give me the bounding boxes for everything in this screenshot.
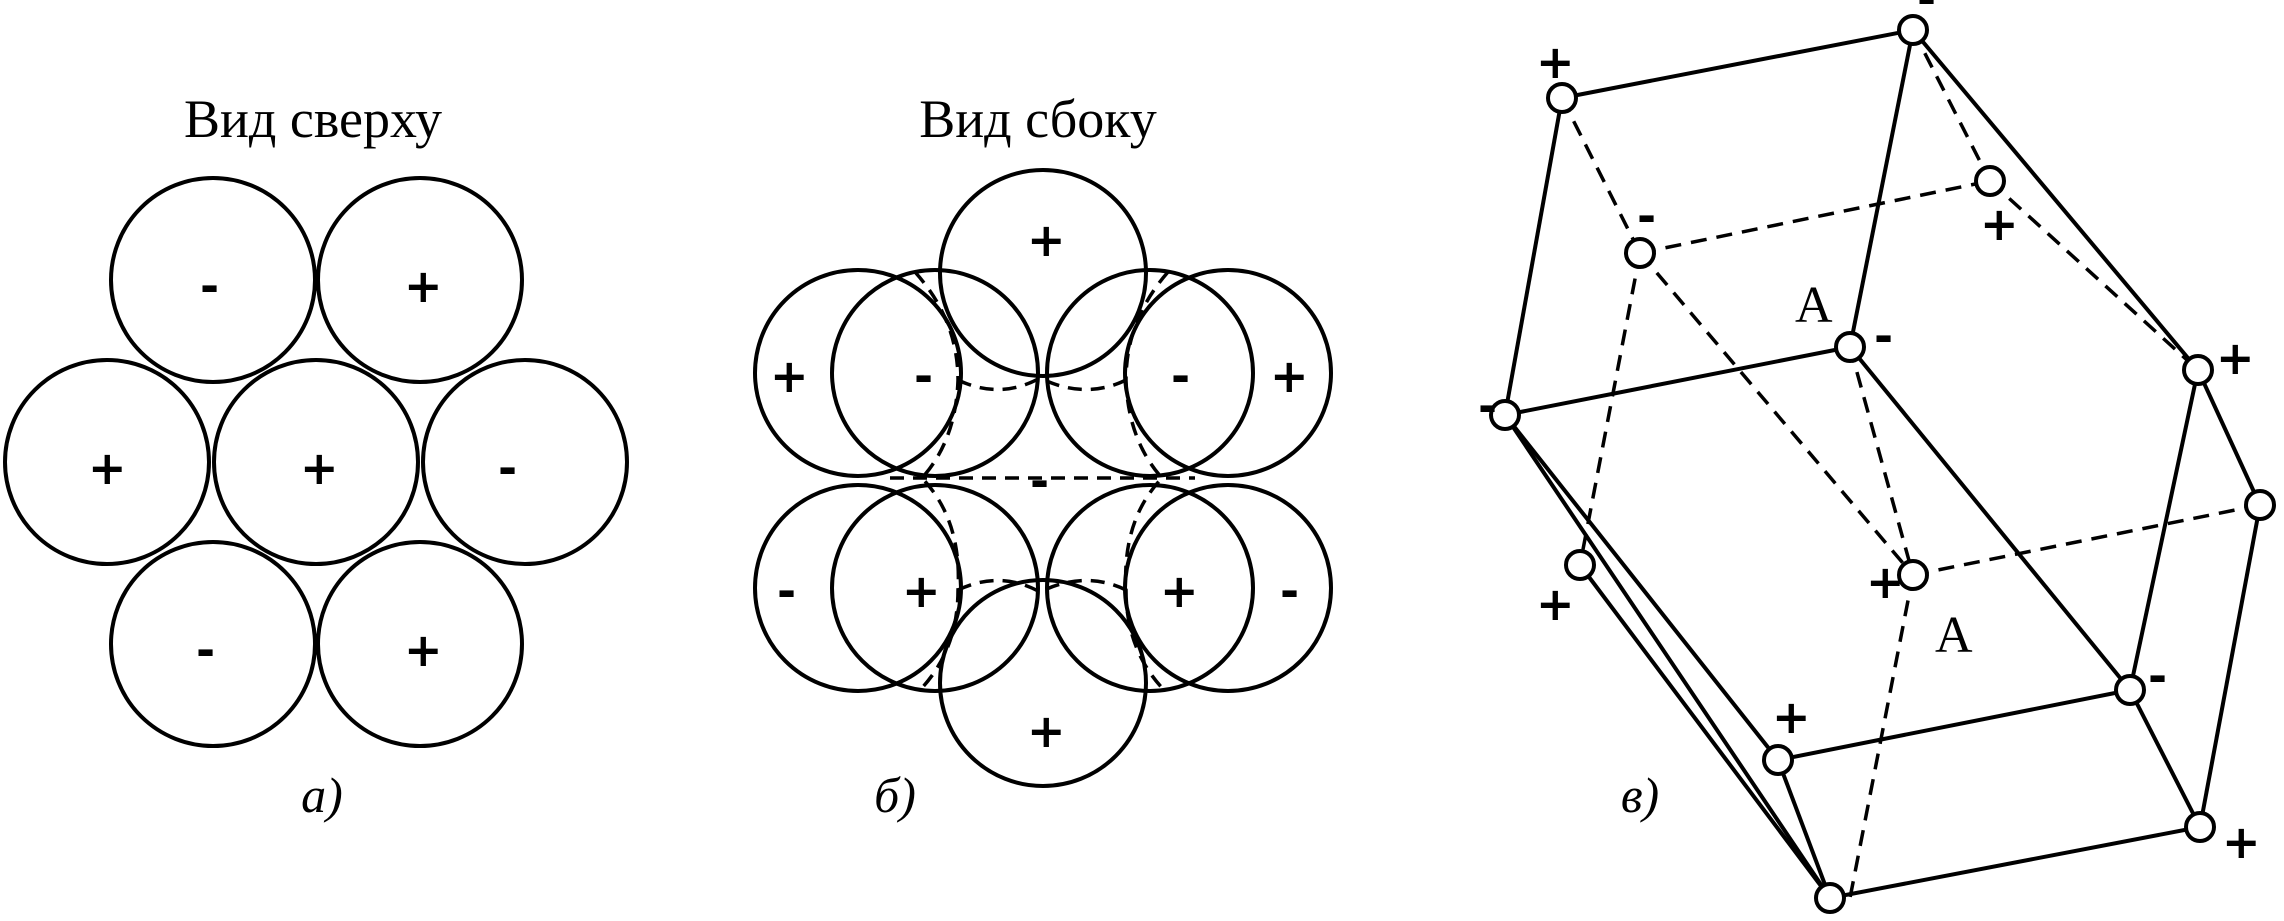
atoms (1489, 14, 2276, 914)
sign: + (2222, 815, 2261, 869)
sign: + (1160, 564, 1199, 618)
sign: - (1280, 564, 1299, 618)
sign: + (404, 623, 443, 677)
atom (2114, 674, 2146, 706)
atom (1546, 82, 1578, 114)
sign: - (196, 623, 215, 677)
panel-b: Вид сбоку + + - - + - - + + - + б) (753, 89, 1333, 823)
atom-label-a-bottom: A (1935, 607, 1973, 664)
sign: + (1772, 690, 1811, 744)
sign: + (300, 441, 339, 495)
panel-a: Вид сверху - + + + - - + а) (3, 89, 629, 823)
sign: - (1030, 454, 1049, 508)
sphere-inner-left-lower (830, 483, 1040, 693)
sphere-middle-right (421, 358, 629, 566)
sphere-outer-left-upper (753, 268, 963, 478)
sign: + (88, 441, 127, 495)
sign: + (1027, 704, 1066, 758)
sphere-bottom (938, 578, 1148, 788)
atom (2182, 354, 2214, 386)
sign: + (404, 259, 443, 313)
sphere-top (938, 168, 1148, 378)
atom (2244, 489, 2276, 521)
sign: - (777, 564, 796, 618)
sphere-top-left (109, 176, 317, 384)
sphere-center (212, 358, 420, 566)
sphere-middle-left (3, 358, 211, 566)
atom (2184, 811, 2216, 843)
atom (1974, 165, 2006, 197)
sign: - (1637, 189, 1656, 243)
sign: - (1917, 0, 1936, 25)
sign: + (1536, 577, 1575, 631)
atom (1814, 882, 1846, 914)
sign: + (1980, 197, 2019, 251)
sign: + (2216, 331, 2255, 385)
atom (1624, 237, 1656, 269)
atom (1897, 14, 1929, 46)
panel-c: + - - + - + + - + + - + A A в) (1478, 0, 2276, 914)
sign: + (1866, 555, 1905, 609)
sphere-inner-right-upper (1045, 268, 1255, 478)
sign: + (770, 349, 809, 403)
solid-edges (1503, 28, 2262, 900)
hidden-contours (890, 270, 1195, 692)
sphere-bottom-left (109, 540, 317, 748)
panel-a-title: Вид сверху (184, 89, 442, 149)
sign: - (1171, 349, 1190, 403)
sphere-inner-left-upper (830, 268, 1040, 478)
sign: + (902, 564, 941, 618)
atom (1897, 559, 1929, 591)
sign: - (1874, 309, 1893, 363)
atom (1834, 331, 1866, 363)
sign: + (1536, 35, 1575, 89)
sphere-bottom-right (316, 540, 524, 748)
panel-b-title: Вид сбоку (919, 89, 1156, 149)
panel-c-caption: в) (1621, 767, 1659, 823)
panel-b-caption: б) (874, 767, 916, 823)
sign: - (914, 349, 933, 403)
sphere-top-right (316, 176, 524, 384)
sign: - (498, 441, 517, 495)
sign: - (1478, 379, 1497, 433)
atom-label-a-top: A (1795, 277, 1833, 334)
sign: - (2148, 649, 2167, 703)
atom (1564, 549, 1596, 581)
atom (1762, 744, 1794, 776)
sphere-outer-right-upper (1123, 268, 1333, 478)
sign: + (1027, 213, 1066, 267)
sign: + (1270, 349, 1309, 403)
sign: - (200, 259, 219, 313)
panel-a-caption: а) (301, 767, 343, 823)
atom (1489, 399, 1521, 431)
hidden-edges (1560, 29, 2261, 899)
sphere-outer-right-lower (1123, 483, 1333, 693)
